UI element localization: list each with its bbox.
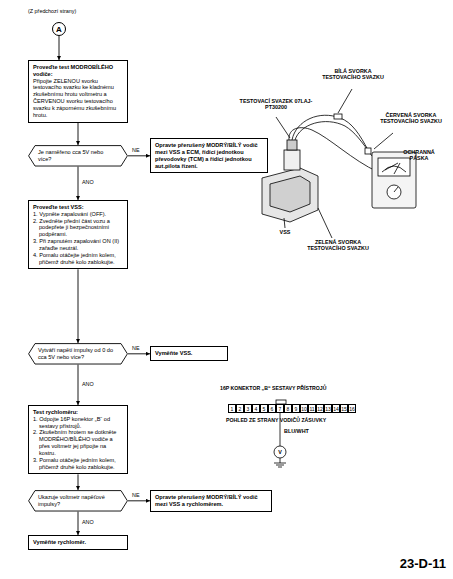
part-label: BÍLÁ SVORKA TESTOVACÍHO SVAZKU: [318, 68, 388, 81]
edge-label: ANO: [81, 180, 95, 186]
pin-number: 4: [252, 404, 260, 413]
repair-box: Opravte přerušený MODRÝ/BÍLÝ vodič mezi …: [150, 138, 268, 173]
pin-number: 8: [284, 404, 292, 413]
pin-number: 12: [316, 404, 324, 413]
edge-label: NE: [131, 148, 141, 154]
flow-arrow: [59, 36, 60, 60]
box-text: Opravte přerušený MODRÝ/BÍLÝ vodič mezi …: [155, 142, 263, 169]
note-label: (Z předchozí strany): [28, 8, 118, 14]
decision-box: Ukazuje voltmetr napěťové impulsy?: [28, 490, 128, 512]
pin-number: 13: [324, 404, 332, 413]
pin-number: 2: [236, 404, 244, 413]
pin-number: 10: [300, 404, 308, 413]
repair-box: Vyměňte VSS.: [150, 346, 228, 361]
box-text: Je naměřeno cca 5V nebo více?: [38, 149, 118, 163]
box-text: 1. Odpojte 16P konektor „B“ od sestavy p…: [33, 416, 123, 430]
flow-arrow: [128, 353, 150, 354]
pin-number: 11: [308, 404, 316, 413]
page-number: 23-D-11: [380, 556, 446, 572]
edge-label: ANO: [81, 520, 95, 526]
note-label: 16P KONEKTOR „B“ SESTAVY PŘÍSTROJŮ: [220, 385, 370, 391]
part-label: ČERVENÁ SVORKA TESTOVACÍHO SVAZKU: [378, 112, 444, 125]
pin-number: 16: [348, 404, 356, 413]
pin-number: 9: [292, 404, 300, 413]
edge-label: NE: [131, 493, 141, 499]
part-label: OCHRANNÁ PÁSKA: [396, 149, 442, 162]
decision-box: Vytváří napětí impulsy od 0 do cca 5V ne…: [28, 343, 128, 365]
process-box: Proveďte test MODROBÍLÉHO vodiče:Připojt…: [28, 60, 128, 123]
flow-arrow: [78, 474, 79, 490]
pin-number: 7: [276, 404, 284, 413]
repair-box: Opravte přerušený MODRÝ/BÍLÝ vodič mezi …: [150, 490, 272, 512]
flow-arrow: [128, 155, 150, 156]
note-label: V: [274, 449, 286, 455]
box-text: Připojte ZELENOU svorku testovacího svaz…: [33, 78, 123, 119]
part-label: VSS: [276, 229, 294, 235]
edge-label: NE: [131, 346, 141, 352]
box-text: A: [53, 23, 65, 36]
edge-label: ANO: [81, 382, 95, 388]
pin-number: 3: [244, 404, 252, 413]
note-label: POHLED ZE STRANY VODIČŮ ZÁSUVKY: [226, 417, 336, 423]
box-heading: Test rychloměru:: [33, 409, 123, 416]
box-text: Vyměňte VSS.: [155, 350, 223, 357]
box-text: 2. Zvedněte přední část vozu a podepřete…: [33, 218, 123, 238]
flow-arrow: [78, 269, 79, 343]
flow-arrow: [78, 512, 79, 535]
pin-number: 15: [340, 404, 348, 413]
note-label: BLU/WHT: [284, 428, 324, 434]
connector-circle: A: [52, 22, 66, 36]
pin-number: 5: [260, 404, 268, 413]
process-box: Test rychloměru:1. Odpojte 16P konektor …: [28, 405, 128, 474]
box-text: 1. Vypněte zapalování (OFF).: [33, 211, 123, 218]
result-box: Vyměňte rychloměr.: [28, 535, 128, 550]
flow-arrow: [78, 123, 79, 146]
part-label: ZELENÁ SVORKA TESTOVACÍHO SVAZKU: [300, 239, 376, 252]
pin-number: 6: [268, 404, 276, 413]
box-text: 3. Při zapnutém zapalování ON (II) zařaď…: [33, 238, 123, 252]
pin-number: 1: [228, 404, 236, 413]
box-text: 3. Pomalu otáčejte jedním kolem, přičemž…: [33, 457, 123, 471]
process-box: Proveďte test VSS:1. Vypněte zapalování …: [28, 200, 128, 269]
decision-box: Je naměřeno cca 5V nebo více?: [28, 145, 128, 167]
box-text: 2. Zkušebním hrotem se dotkněte MODRÉHO/…: [33, 429, 123, 456]
box-text: Opravte přerušený MODRÝ/BÍLÝ vodič mezi …: [155, 494, 267, 508]
flow-arrow: [78, 365, 79, 405]
box-text: Ukazuje voltmetr napěťové impulsy?: [38, 494, 118, 508]
box-heading: Proveďte test MODROBÍLÉHO vodiče:: [33, 64, 123, 78]
flow-arrow: [128, 500, 150, 501]
pin-number: 14: [332, 404, 340, 413]
flow-arrow: [78, 167, 79, 200]
box-text: 4. Pomalu otáčejte jedním kolem, přičemž…: [33, 252, 123, 266]
part-label: TESTOVACÍ SVAZEK 07LAJ-PT30200: [238, 98, 314, 111]
box-text: Vytváří napětí impulsy od 0 do cca 5V ne…: [38, 347, 118, 361]
box-text: Vyměňte rychloměr.: [33, 539, 123, 546]
box-heading: Proveďte test VSS:: [33, 204, 123, 211]
